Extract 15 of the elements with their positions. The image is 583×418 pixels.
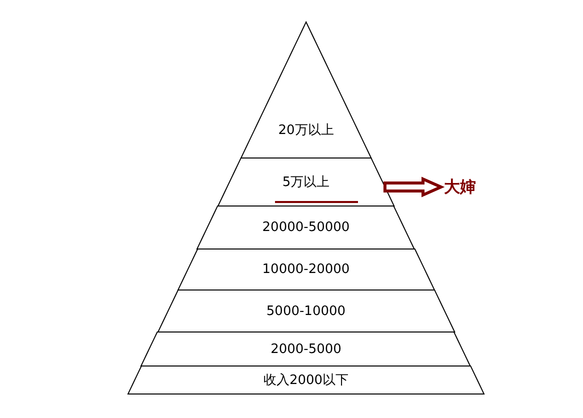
pyramid-band xyxy=(141,332,471,366)
band-label: 5万以上 xyxy=(282,174,330,191)
band-label: 2000-5000 xyxy=(270,342,342,356)
pyramid-band xyxy=(178,249,434,290)
band-label: 5000-10000 xyxy=(266,304,346,318)
band-label: 10000-20000 xyxy=(262,262,350,277)
pyramid-band xyxy=(197,206,415,249)
pyramid-band xyxy=(218,158,394,206)
band-label: 收入2000以下 xyxy=(263,372,349,389)
band-label: 20万以上 xyxy=(278,122,334,139)
block-arrow xyxy=(383,176,445,198)
label-text: 大婶 xyxy=(444,177,476,198)
pyramid-band xyxy=(158,290,454,332)
pyramid-band xyxy=(128,366,484,394)
band-label: 20000-50000 xyxy=(262,220,350,235)
